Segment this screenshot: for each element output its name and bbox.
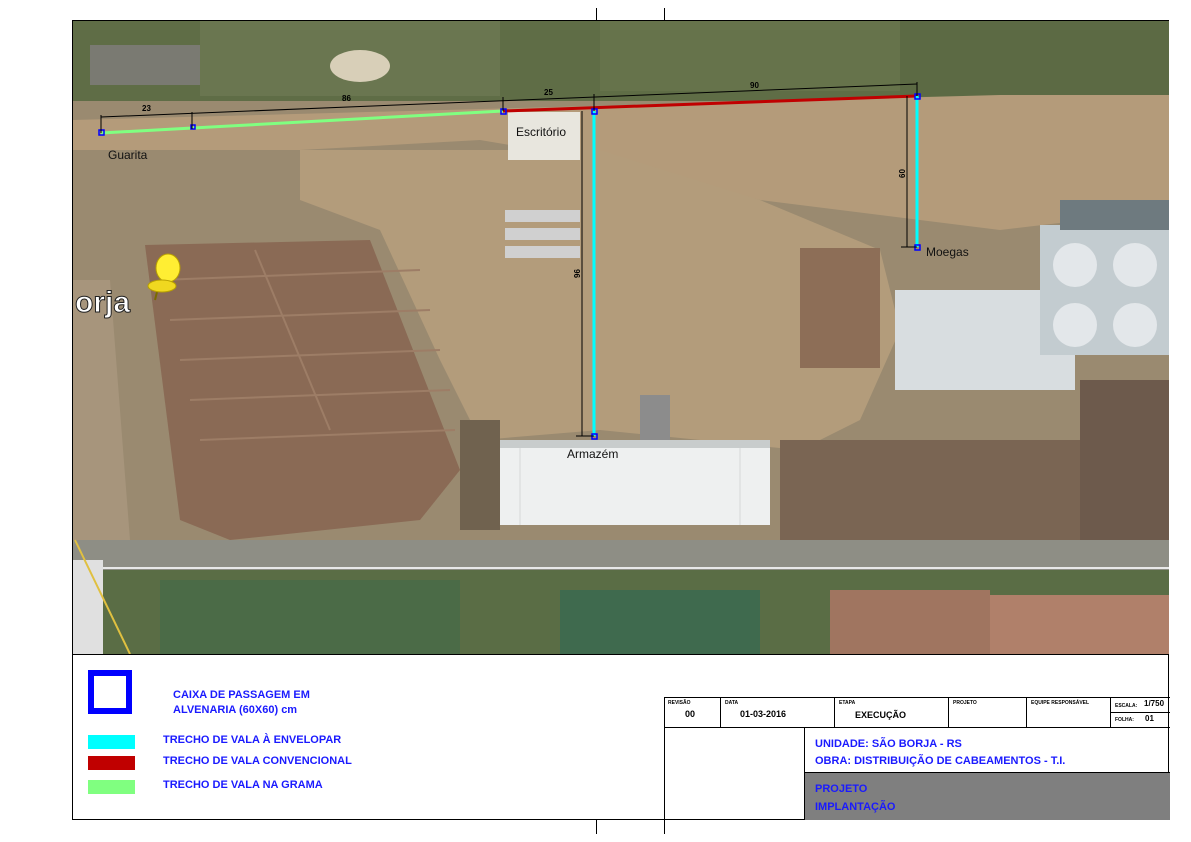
trench-green (100, 109, 504, 135)
projeto-cell (949, 697, 1027, 727)
folha-value: 01 (1145, 714, 1154, 723)
passage-box-1 (190, 124, 196, 130)
dimension-label-86: 86 (342, 94, 351, 103)
etapa-cell (835, 697, 949, 727)
label-armazem: Armazém (567, 447, 618, 461)
dimension-label-96: 96 (573, 269, 582, 278)
revisao-cell (665, 697, 721, 727)
label-moegas: Moegas (926, 245, 969, 259)
legend-green-label: TRECHO DE VALA NA GRAMA (163, 779, 323, 791)
revisao-label: REVISÃO (668, 700, 691, 706)
map-bottom-border (73, 654, 1169, 655)
data-label: DATA (725, 700, 739, 706)
dimension-label-25: 25 (544, 88, 553, 97)
folha-label: FOLHA: (1115, 717, 1134, 723)
trench-red (502, 94, 918, 113)
data-cell (721, 697, 835, 727)
obra-text: OBRA: DISTRIBUIÇÃO DE CABEAMENTOS - T.I. (815, 755, 1066, 767)
blank-cell (665, 727, 805, 820)
escala-cell (1111, 697, 1170, 712)
label-guarita: Guarita (108, 148, 148, 162)
label-escritorio: Escritório (516, 125, 566, 139)
projeto-implantacao-cell (805, 772, 1170, 820)
red-trench-swatch (88, 756, 135, 770)
dimension-label-60: 60 (898, 169, 907, 178)
green-trench-swatch (88, 780, 135, 794)
folha-cell (1111, 712, 1170, 727)
equipe-label: EQUIPE RESPONSÁVEL (1031, 700, 1090, 706)
projeto-label: PROJETO (953, 700, 977, 706)
legend-box-label-line2: ALVENARIA (60X60) cm (173, 704, 298, 716)
aerial-map: orja 23 86 25 90 60 96 Guarita Esc (73, 21, 1169, 654)
revisao-value: 00 (685, 709, 696, 719)
registration-tick-bottom-left (596, 820, 597, 834)
projeto-title: PROJETO (815, 783, 868, 795)
escala-value: 1/750 (1144, 699, 1165, 708)
registration-tick-bottom-right (664, 820, 665, 834)
data-value: 01-03-2016 (740, 709, 787, 719)
legend-cyan-label: TRECHO DE VALA À ENVELOPAR (163, 734, 342, 746)
dimension-label-90: 90 (750, 81, 759, 90)
implantacao-title: IMPLANTAÇÃO (815, 801, 896, 813)
legend-box-label-line1: CAIXA DE PASSAGEM EM (173, 689, 310, 701)
town-label: orja (75, 286, 130, 319)
registration-tick-top-right (664, 8, 665, 20)
etapa-value: EXECUÇÃO (855, 710, 907, 720)
escala-label: ESCALA: (1115, 703, 1138, 709)
legend-red-label: TRECHO DE VALA CONVENCIONAL (163, 755, 352, 767)
dimension-label-23: 23 (142, 104, 151, 113)
etapa-label: ETAPA (839, 700, 856, 706)
equipe-cell (1027, 697, 1111, 727)
passage-box-swatch (88, 670, 132, 714)
title-block: REVISÃO 00 DATA 01-03-2016 ETAPA EXECUÇÃ… (664, 697, 1170, 820)
registration-tick-top-left (596, 8, 597, 20)
cyan-trench-swatch (88, 735, 135, 749)
unidade-text: UNIDADE: SÃO BORJA - RS (815, 738, 962, 750)
legend: CAIXA DE PASSAGEM EM ALVENARIA (60X60) c… (73, 655, 663, 820)
placemark-pin-icon (147, 253, 181, 301)
